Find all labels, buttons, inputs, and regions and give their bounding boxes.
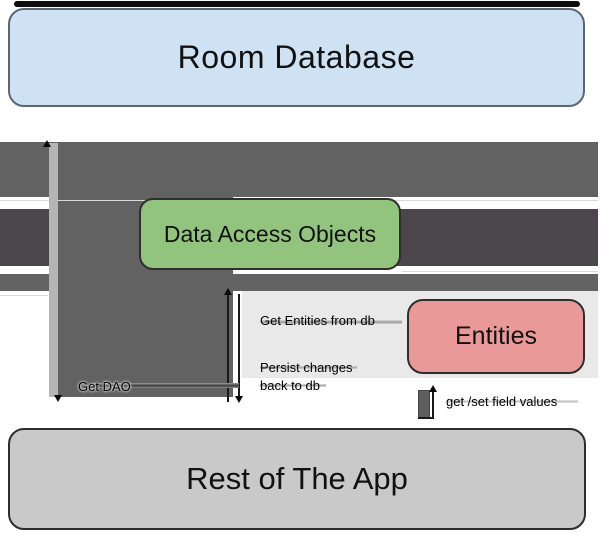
persist-changes-line2: back to db [260, 378, 320, 393]
artifact-line [447, 400, 578, 403]
get-dao-leader-line [92, 383, 239, 388]
vertical-connector-bar [49, 143, 58, 397]
persist-changes-arrowhead-icon [224, 288, 232, 295]
field-values-connector-bar [418, 390, 430, 418]
data-access-objects-label: Data Access Objects [163, 220, 377, 247]
get-set-field-values-label: get /set field values [446, 394, 558, 409]
artifact-line [260, 366, 357, 369]
persist-changes-label: Persist changes back to db [260, 359, 370, 395]
artifact-line [260, 384, 326, 387]
data-access-objects-box: Data Access Objects [139, 198, 401, 270]
room-database-box: Room Database [8, 8, 585, 107]
field-values-arrow-line [432, 391, 434, 418]
field-values-base-tick [418, 417, 434, 419]
rest-of-the-app-label: Rest of The App [186, 461, 408, 496]
field-values-arrowhead-icon [429, 385, 437, 392]
persist-changes-arrow-line [227, 294, 229, 402]
entities-box: Entities [407, 299, 585, 374]
room-database-label: Room Database [177, 39, 416, 75]
rest-of-the-app-box: Rest of The App [8, 428, 586, 530]
connector-arrowhead-up-icon [43, 140, 51, 147]
connector-arrowhead-down-icon [54, 395, 62, 402]
artifact-line [0, 295, 48, 296]
persist-changes-line1: Persist changes [260, 360, 353, 375]
artifact-line [262, 320, 402, 324]
get-dao-label: Get DAO [78, 379, 131, 394]
get-entities-from-db-label: Get Entities from db [260, 313, 375, 328]
get-entities-arrowhead-icon [235, 396, 243, 403]
get-entities-arrow-line [238, 294, 240, 397]
top-edge-bar [14, 1, 580, 7]
artifact-line [402, 271, 598, 272]
entities-label: Entities [455, 322, 537, 350]
